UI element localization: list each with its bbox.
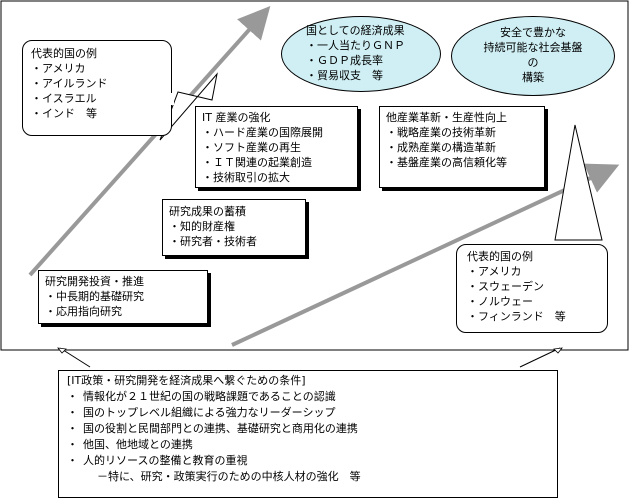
it-industry-box: IT 産業の強化 ・ハード産業の国際展開 ・ソフト産業の再生 ・ＩＴ関連の起業創…: [195, 106, 358, 188]
it-industry-title: IT 産業の強化: [202, 111, 271, 124]
it-industry-item: ・ＩＴ関連の起業創造: [202, 156, 312, 169]
example-title: 代表的国の例: [31, 47, 97, 60]
condition-row: ・他国、他地域との連携: [67, 437, 549, 453]
example-item: ・アメリカ: [31, 62, 86, 75]
growth-arrow-lower: [231, 163, 620, 347]
example-title: 代表的国の例: [467, 250, 533, 263]
condition-text: －特に、研究・政策実行のための中核人材の強化 等: [97, 470, 361, 483]
condition-bullet: ・: [67, 438, 78, 451]
condition-text: 人的リソースの整備と教育の重視: [83, 454, 248, 467]
example-item: ・インド 等: [31, 107, 97, 120]
conditions-title: [IT政策・研究開発を経済成果へ繋ぐための条件]: [67, 374, 306, 387]
social-infrastructure-line: 安全で豊かな: [500, 26, 566, 39]
research-accumulation-title: 研究成果の蓄積: [169, 205, 246, 218]
condition-text: 国の役割と民間部門との連携、基礎研究と商用化の連携: [83, 422, 358, 435]
growth-arrow-upper: [28, 6, 271, 277]
economic-outcomes-item: ・ＧＤＰ成長率: [306, 54, 383, 67]
research-accumulation-box: 研究成果の蓄積 ・知的財産権 ・研究者・技術者: [162, 199, 306, 256]
example-item: ・イスラエル: [31, 92, 97, 105]
condition-text: 国のトップレベル組織による強力なリーダーシップ: [83, 406, 336, 419]
rd-investment-item: ・中長期的基礎研究: [45, 290, 144, 303]
example-item: ・フィンランド 等: [467, 310, 566, 323]
callout-join-cover: [160, 93, 174, 105]
example-item: ・ノルウェー: [467, 295, 533, 308]
other-industries-title: 他産業革新・生産性向上: [386, 111, 507, 124]
it-industry-item: ・技術取引の拡大: [202, 171, 290, 184]
other-industries-item: ・戦略産業の技術革新: [386, 126, 496, 139]
example-item: ・スウェーデン: [467, 280, 544, 293]
condition-row: ・国の役割と民間部門との連携、基礎研究と商用化の連携: [67, 421, 549, 437]
connector-left: [59, 347, 91, 368]
rd-investment-title: 研究開発投資・推進: [45, 275, 144, 288]
social-infrastructure-line: 構築: [522, 71, 544, 84]
economic-outcomes-item: ・一人当たりＧＮＰ: [306, 39, 405, 52]
condition-row: ・情報化が２１世紀の国の戦略課題であることの認識: [67, 389, 549, 405]
condition-bullet: ・: [67, 454, 78, 467]
callout-pointer-bottom-right: [554, 124, 603, 241]
condition-bullet: ・: [67, 422, 78, 435]
condition-bullet: ・: [67, 406, 78, 419]
example-item: ・アメリカ: [467, 265, 522, 278]
research-accumulation-item: ・研究者・技術者: [169, 235, 257, 248]
connector-right: [519, 347, 561, 368]
example-countries-top-left: 代表的国の例 ・アメリカ ・アイルランド ・イスラエル ・インド 等: [22, 40, 172, 136]
research-accumulation-item: ・知的財産権: [169, 220, 235, 233]
other-industries-item: ・基盤産業の高信頼化等: [386, 156, 507, 169]
connector-left-head: [57, 347, 67, 354]
other-industries-box: 他産業革新・生産性向上 ・戦略産業の技術革新 ・成熟産業の構造革新 ・基盤産業の…: [379, 106, 545, 188]
condition-row: ・人的リソースの整備と教育の重視: [67, 453, 549, 469]
social-infrastructure-line: の: [527, 56, 539, 69]
connector-right-head: [553, 347, 563, 354]
social-infrastructure-line: 持続可能な社会基盤: [483, 41, 583, 54]
it-industry-item: ・ソフト産業の再生: [202, 141, 301, 154]
condition-row: ・国のトップレベル組織による強力なリーダーシップ: [67, 405, 549, 421]
other-industries-item: ・成熟産業の構造革新: [386, 141, 496, 154]
economic-outcomes-title: 国としての経済成果: [306, 24, 405, 37]
condition-text: 他国、他地域との連携: [83, 438, 193, 451]
condition-bullet: ・: [67, 390, 78, 403]
rd-investment-item: ・応用指向研究: [45, 305, 122, 318]
conditions-box: [IT政策・研究開発を経済成果へ繋ぐための条件] ・情報化が２１世紀の国の戦略課…: [58, 370, 558, 498]
condition-text: 情報化が２１世紀の国の戦略課題であることの認識: [83, 390, 336, 403]
example-countries-bottom-right: 代表的国の例 ・アメリカ ・スウェーデン ・ノルウェー ・フィンランド 等: [456, 244, 608, 333]
economic-outcomes-item: ・貿易収支 等: [306, 69, 383, 82]
condition-row: －特に、研究・政策実行のための中核人材の強化 等: [67, 469, 549, 485]
it-industry-item: ・ハード産業の国際展開: [202, 126, 323, 139]
social-infrastructure-ellipse: 安全で豊かな 持続可能な社会基盤 の 構築: [451, 16, 615, 96]
economic-outcomes-ellipse: 国としての経済成果 ・一人当たりＧＮＰ ・ＧＤＰ成長率 ・貿易収支 等: [281, 16, 441, 92]
example-item: ・アイルランド: [31, 77, 108, 90]
rd-investment-box: 研究開発投資・推進 ・中長期的基礎研究 ・応用指向研究: [38, 270, 208, 324]
